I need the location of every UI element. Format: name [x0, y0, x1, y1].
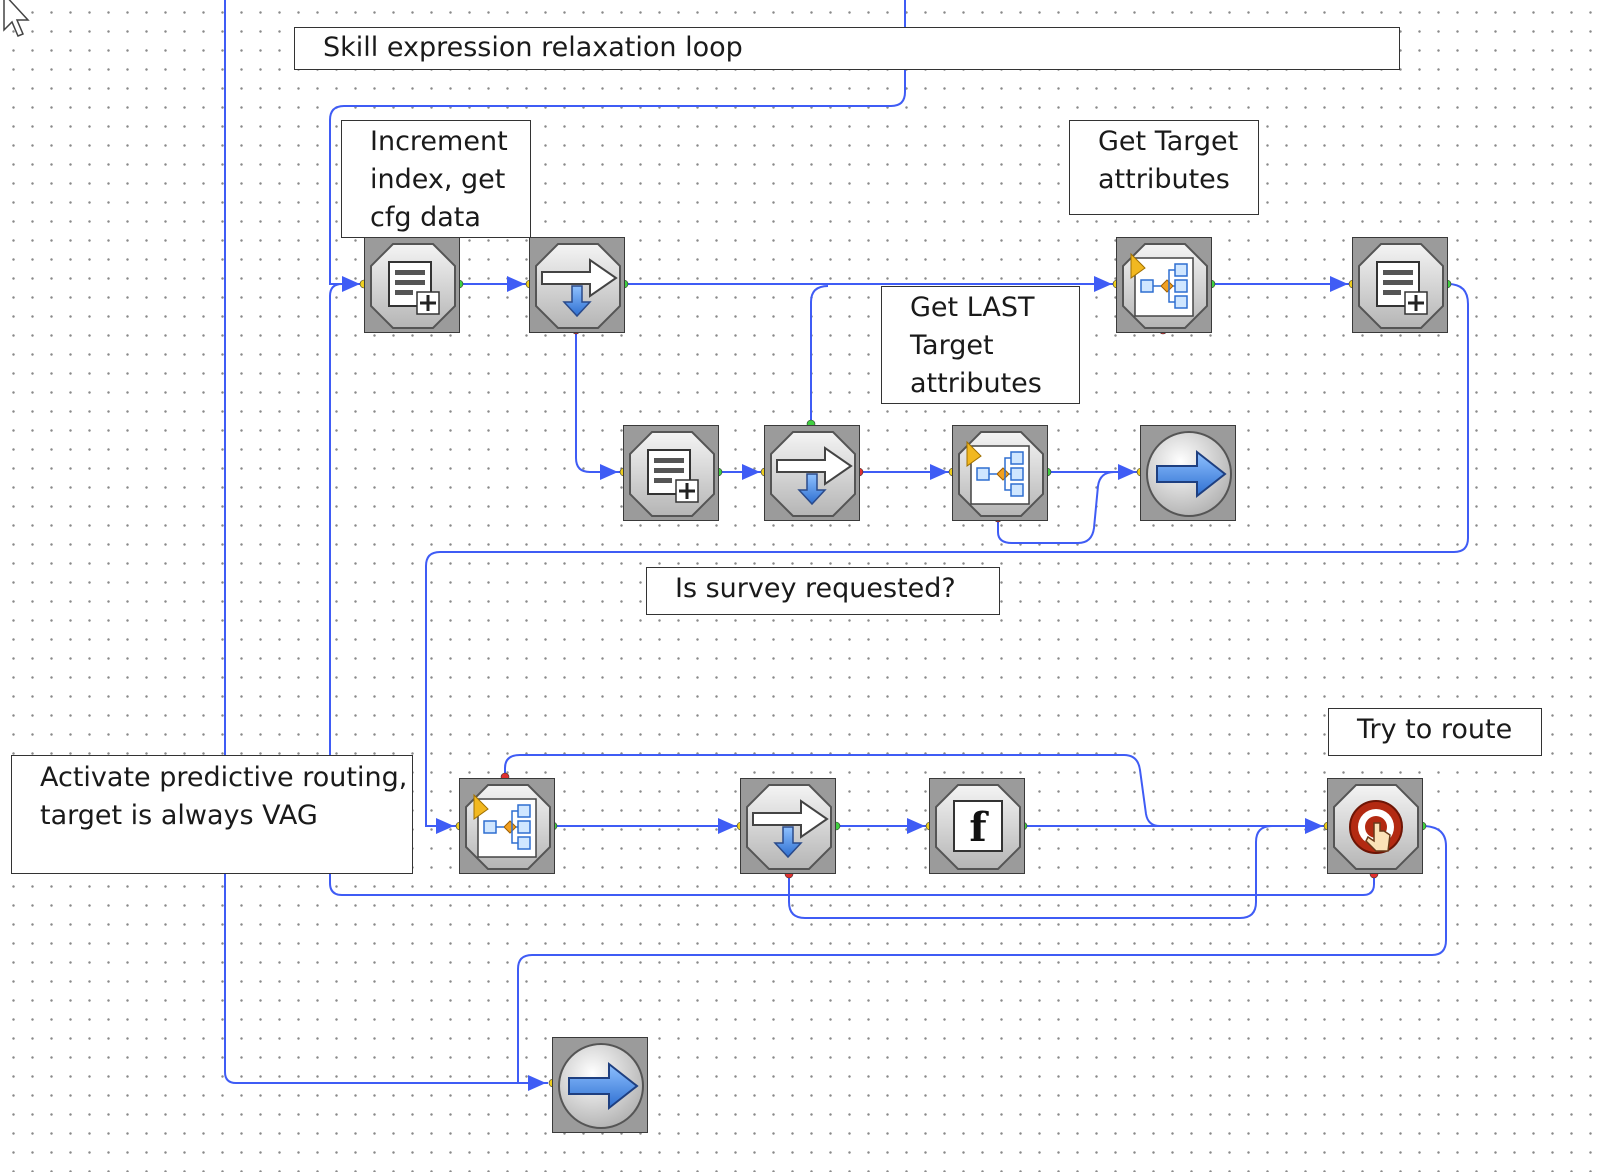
- branch-arrow-icon: [530, 238, 626, 334]
- target-tree-icon: [1117, 238, 1213, 334]
- label-text: Try to route: [1357, 714, 1513, 745]
- connector: [788, 825, 1325, 919]
- branch-arrow-icon: [765, 426, 861, 522]
- branch-node[interactable]: [740, 778, 836, 874]
- arrowhead: [1330, 276, 1348, 292]
- function-glyph: f: [969, 804, 989, 851]
- target-lookup-node[interactable]: [952, 425, 1048, 521]
- exit-node[interactable]: [552, 1037, 648, 1133]
- arrowhead: [342, 276, 360, 292]
- arrowhead: [436, 818, 454, 834]
- label-try-route[interactable]: Try to route: [1328, 708, 1542, 756]
- function-f-icon: f: [930, 779, 1026, 875]
- arrowhead: [1118, 464, 1136, 480]
- label-text: target is always VAG: [40, 800, 318, 831]
- route-node[interactable]: [1327, 778, 1423, 874]
- arrowhead: [930, 464, 948, 480]
- target-tree-icon: [460, 779, 556, 875]
- arrowhead: [742, 464, 760, 480]
- connector: [504, 754, 1161, 827]
- assign-node[interactable]: [1352, 237, 1448, 333]
- target-lookup-node[interactable]: [459, 778, 555, 874]
- arrowhead: [718, 818, 736, 834]
- assign-node[interactable]: [623, 425, 719, 521]
- branch-node[interactable]: [529, 237, 625, 333]
- connector: [810, 285, 829, 424]
- assign-plus-icon: [365, 238, 461, 334]
- label-text: cfg data: [370, 202, 481, 233]
- connector: [329, 0, 906, 285]
- label-text: attributes: [1098, 164, 1230, 195]
- exit-arrow-icon: [1141, 426, 1237, 522]
- exit-arrow-icon: [553, 1038, 649, 1134]
- arrowhead: [507, 276, 525, 292]
- connectors: [224, 0, 1469, 1084]
- target-lookup-node[interactable]: [1116, 237, 1212, 333]
- target-tree-icon: [953, 426, 1049, 522]
- label-text: Target: [910, 330, 994, 361]
- label-increment[interactable]: Increment index, get cfg data: [341, 120, 531, 238]
- arrowhead: [1094, 276, 1112, 292]
- arrowhead: [907, 818, 925, 834]
- label-text: Increment: [370, 126, 508, 157]
- label-survey[interactable]: Is survey requested?: [646, 567, 1000, 615]
- label-text: Activate predictive routing,: [40, 762, 408, 793]
- branch-arrow-icon: [741, 779, 837, 875]
- arrowhead: [528, 1075, 546, 1091]
- label-text: Get Target: [1098, 126, 1239, 157]
- function-node[interactable]: f: [929, 778, 1025, 874]
- assign-plus-icon: [1353, 238, 1449, 334]
- label-text: index, get: [370, 164, 506, 195]
- connector: [517, 825, 1447, 1084]
- branch-node[interactable]: [764, 425, 860, 521]
- connector: [329, 283, 1375, 896]
- arrowhead: [600, 464, 618, 480]
- route-target-icon: [1328, 779, 1424, 875]
- label-text: Skill expression relaxation loop: [323, 32, 743, 63]
- arrowheads: [342, 276, 1348, 1091]
- assign-plus-icon: [624, 426, 720, 522]
- label-text: Get LAST: [910, 292, 1035, 323]
- label-text: Is survey requested?: [675, 573, 956, 604]
- label-activate[interactable]: Activate predictive routing, target is a…: [11, 755, 413, 874]
- assign-node[interactable]: [364, 237, 460, 333]
- arrowhead: [1305, 818, 1323, 834]
- label-text: attributes: [910, 368, 1042, 399]
- connector: [224, 0, 548, 1084]
- label-skill-loop[interactable]: Skill expression relaxation loop: [294, 27, 1400, 70]
- connector: [997, 471, 1115, 544]
- label-get-target[interactable]: Get Target attributes: [1069, 120, 1259, 215]
- label-get-last-target[interactable]: Get LAST Target attributes: [881, 286, 1080, 404]
- exit-node[interactable]: [1140, 425, 1236, 521]
- connector: [575, 330, 620, 473]
- connector: [425, 283, 1469, 827]
- cursor-icon: [3, 0, 30, 37]
